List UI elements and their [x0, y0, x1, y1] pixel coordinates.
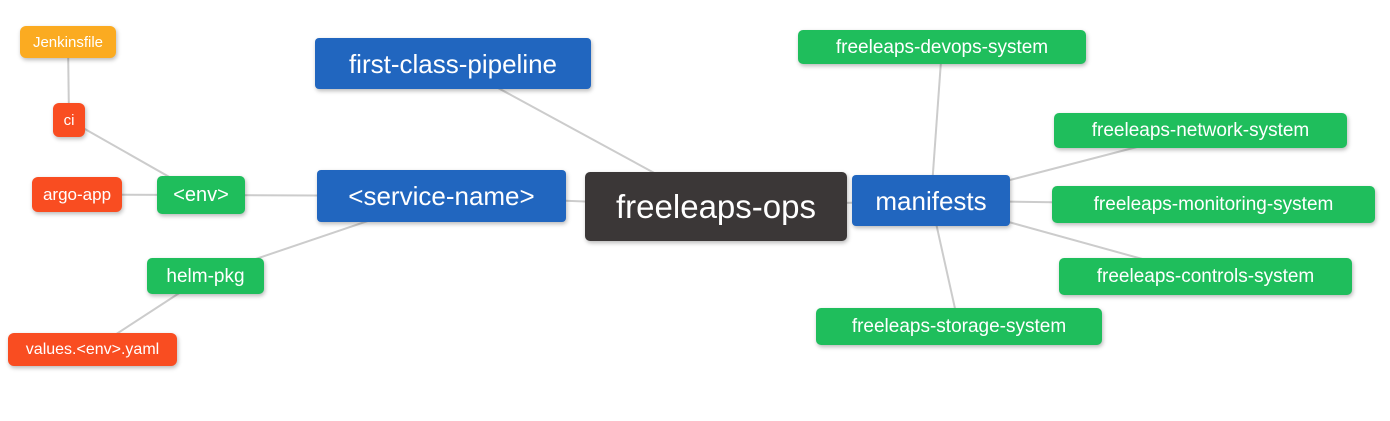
- node-freeleaps-ops[interactable]: freeleaps-ops: [585, 172, 847, 241]
- node-first-class-pipeline[interactable]: first-class-pipeline: [315, 38, 591, 89]
- node-values-env-yaml[interactable]: values.<env>.yaml: [8, 333, 177, 366]
- node-freeleaps-storage-system[interactable]: freeleaps-storage-system: [816, 308, 1102, 345]
- node-freeleaps-monitoring-system[interactable]: freeleaps-monitoring-system: [1052, 186, 1375, 223]
- node-env[interactable]: <env>: [157, 176, 245, 214]
- node-freeleaps-controls-system[interactable]: freeleaps-controls-system: [1059, 258, 1352, 295]
- node-freeleaps-devops-system[interactable]: freeleaps-devops-system: [798, 30, 1086, 64]
- node-manifests[interactable]: manifests: [852, 175, 1010, 226]
- node-service-name[interactable]: <service-name>: [317, 170, 566, 222]
- node-freeleaps-network-system[interactable]: freeleaps-network-system: [1054, 113, 1347, 148]
- node-jenkinsfile[interactable]: Jenkinsfile: [20, 26, 116, 58]
- node-helm-pkg[interactable]: helm-pkg: [147, 258, 264, 294]
- node-ci[interactable]: ci: [53, 103, 85, 137]
- node-argo-app[interactable]: argo-app: [32, 177, 122, 212]
